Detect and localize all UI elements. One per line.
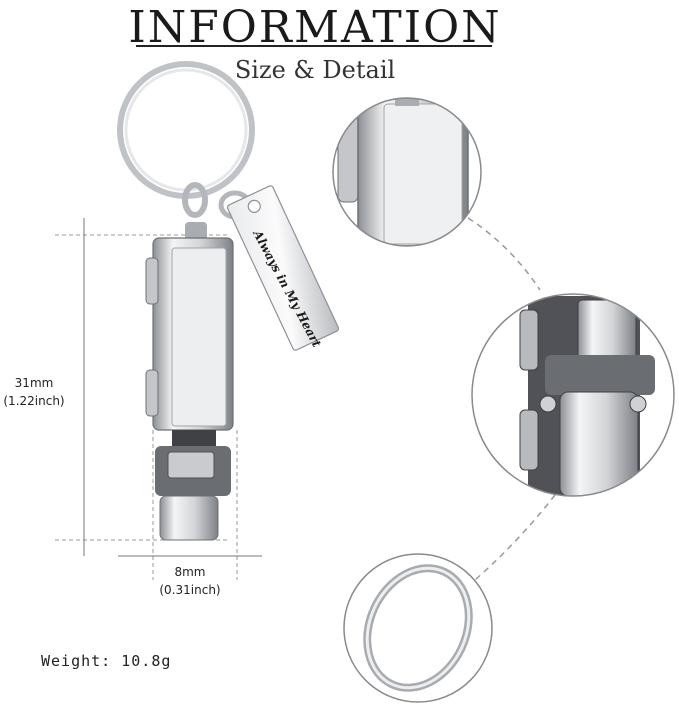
engraved-tag <box>226 185 340 351</box>
width-dimension: 8mm (0.31inch) <box>150 563 230 599</box>
height-inch: (1.22inch) <box>3 394 65 408</box>
detail-top-circle <box>332 97 482 247</box>
height-mm: 31mm <box>14 376 54 390</box>
width-inch: (0.31inch) <box>159 583 221 597</box>
height-dimension: 31mm (1.22inch) <box>2 374 66 410</box>
page-subtitle: Size & Detail <box>234 56 396 84</box>
zoom-connectors <box>467 217 556 581</box>
dimension-guides <box>55 218 262 580</box>
urn-pendant <box>145 222 234 541</box>
weight-spec: Weight: 10.8g <box>41 652 172 670</box>
detail-base-circle <box>471 293 675 497</box>
title-underline <box>136 45 492 47</box>
page-title: INFORMATION <box>128 2 502 53</box>
width-mm: 8mm <box>174 565 206 579</box>
key-ring <box>117 61 255 220</box>
detail-ring-circle <box>343 553 493 703</box>
